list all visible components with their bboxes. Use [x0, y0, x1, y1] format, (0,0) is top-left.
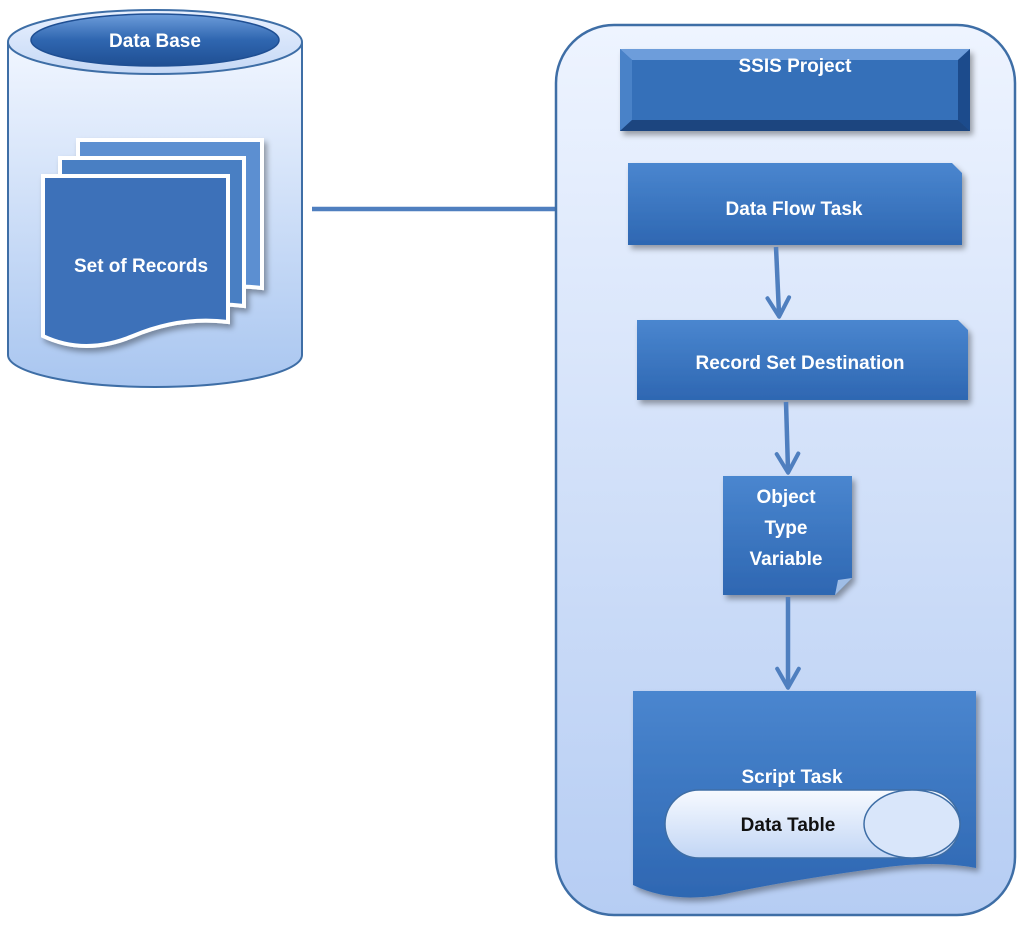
variable-label-line3: Variable [750, 549, 823, 570]
data-flow-task-box [628, 163, 962, 245]
data-table-label: Data Table [741, 815, 836, 836]
arrow-dataflow-to-recordset [765, 246, 792, 319]
record-documents [41, 138, 264, 348]
variable-label-line2: Type [765, 518, 808, 539]
database-title-ellipse [30, 13, 280, 67]
object-type-variable-box [723, 476, 852, 595]
variable-label-line1: Object [756, 487, 816, 508]
arrow-recordset-to-variable [774, 401, 801, 475]
script-task-label: Script Task [741, 767, 842, 788]
data-flow-task-label: Data Flow Task [726, 199, 863, 220]
recordset-destination-label: Record Set Destination [695, 353, 904, 374]
database-label: Data Base [109, 31, 201, 52]
records-label: Set of Records [74, 256, 208, 277]
ssis-project-label: SSIS Project [739, 56, 853, 77]
ssis-project-header [620, 49, 970, 131]
data-table-pill [664, 789, 961, 859]
recordset-destination-box [637, 320, 968, 400]
